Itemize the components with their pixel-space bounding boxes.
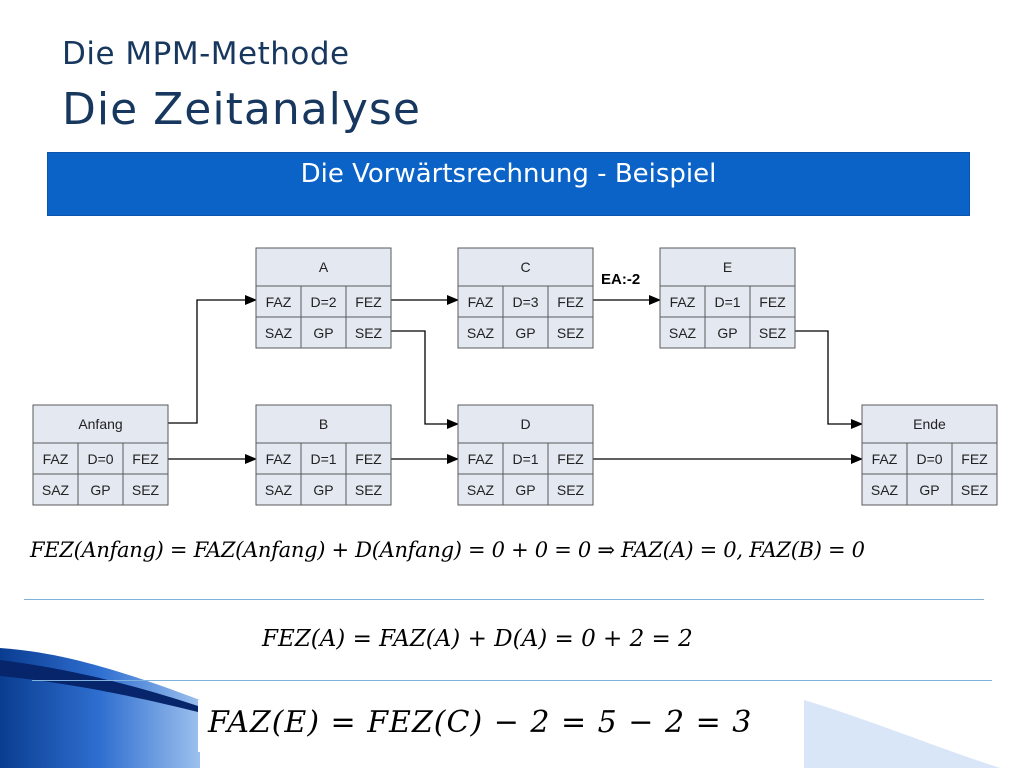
node-cell: SAZ: [467, 325, 495, 341]
node-cell: D=2: [310, 294, 336, 310]
edge-e-ende: [795, 330, 863, 429]
node-cell: FEZ: [557, 294, 584, 310]
node-d: D FAZ D=1 FEZ SAZ GP SEZ: [457, 404, 594, 506]
node-name: Anfang: [78, 416, 122, 432]
node-cell: SEZ: [132, 482, 160, 498]
node-cell: D=1: [512, 451, 538, 467]
node-cell: FAZ: [468, 451, 494, 467]
formula-faz-e: FAZ(E) = FEZ(C) − 2 = 5 − 2 = 3: [208, 705, 753, 740]
node-cell: GP: [515, 325, 535, 341]
banner-text: Die Vorwärtsrechnung - Beispiel: [300, 159, 717, 189]
node-cell: SEZ: [557, 325, 585, 341]
node-c: C FAZ D=3 FEZ SAZ GP SEZ: [457, 247, 594, 349]
node-cell: SAZ: [42, 482, 70, 498]
node-cell: FAZ: [266, 451, 292, 467]
node-cell: FEZ: [355, 294, 382, 310]
node-a: A FAZ D=2 FEZ SAZ GP SEZ: [255, 247, 392, 349]
divider-line: [32, 680, 992, 681]
slide-title: Die MPM-Methode: [62, 36, 350, 72]
node-name: C: [520, 259, 530, 275]
node-cell: FEZ: [557, 451, 584, 467]
node-cell: D=3: [512, 294, 538, 310]
node-cell: D=0: [916, 451, 942, 467]
edge-anfang-a: [168, 295, 257, 424]
node-cell: D=1: [714, 294, 740, 310]
formula-box: [198, 700, 804, 752]
node-box: [861, 404, 998, 506]
node-cell: SAZ: [669, 325, 697, 341]
node-cell: SEZ: [961, 482, 989, 498]
node-name: D: [520, 416, 530, 432]
node-cell: FEZ: [132, 451, 159, 467]
node-e: E FAZ D=1 FEZ SAZ GP SEZ: [659, 247, 796, 349]
divider-line: [24, 599, 984, 600]
node-cell: SEZ: [355, 325, 383, 341]
node-box: [659, 247, 796, 349]
node-box: [457, 247, 594, 349]
node-cell: GP: [515, 482, 535, 498]
formula-fez-anfang: FEZ(Anfang) = FAZ(Anfang) + D(Anfang) = …: [30, 538, 865, 562]
node-box: [255, 247, 392, 349]
formula-fez-a: FEZ(A) = FAZ(A) + D(A) = 0 + 2 = 2: [262, 626, 693, 652]
node-name: Ende: [913, 416, 946, 432]
section-banner: Die Vorwärtsrechnung - Beispiel: [47, 152, 970, 216]
node-cell: FEZ: [961, 451, 988, 467]
node-cell: SAZ: [265, 482, 293, 498]
node-cell: GP: [919, 482, 939, 498]
node-cell: SEZ: [355, 482, 383, 498]
node-cell: D=0: [87, 451, 113, 467]
node-cell: FEZ: [759, 294, 786, 310]
slide-subtitle: Die Zeitanalyse: [62, 84, 421, 135]
node-box: [32, 404, 169, 506]
node-cell: FAZ: [266, 294, 292, 310]
node-box: [255, 404, 392, 506]
node-cell: SAZ: [467, 482, 495, 498]
node-name: E: [723, 259, 732, 275]
node-cell: GP: [313, 482, 333, 498]
node-cell: D=1: [310, 451, 336, 467]
node-b: B FAZ D=1 FEZ SAZ GP SEZ: [255, 404, 392, 506]
node-cell: SAZ: [265, 325, 293, 341]
node-box: [457, 404, 594, 506]
node-cell: FAZ: [872, 451, 898, 467]
node-name: A: [319, 259, 329, 275]
node-cell: GP: [90, 482, 110, 498]
node-cell: FEZ: [355, 451, 382, 467]
node-cell: SAZ: [871, 482, 899, 498]
node-cell: SEZ: [759, 325, 787, 341]
node-cell: FAZ: [468, 294, 494, 310]
node-cell: GP: [313, 325, 333, 341]
node-name: B: [319, 416, 328, 432]
edge-label: EA:-2: [601, 271, 640, 288]
node-cell: SEZ: [557, 482, 585, 498]
edge-a-d: [391, 330, 459, 429]
node-cell: GP: [717, 325, 737, 341]
node-cell: FAZ: [670, 294, 696, 310]
node-cell: FAZ: [43, 451, 69, 467]
